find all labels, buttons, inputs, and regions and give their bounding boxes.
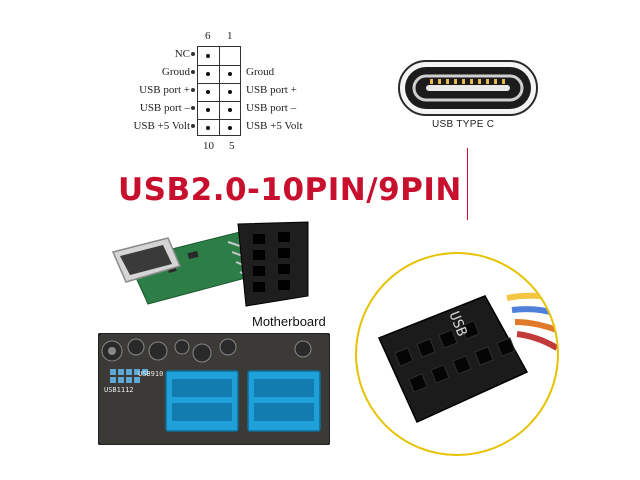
pin-label-nc: NC bbox=[103, 48, 195, 60]
usb-type-c-label: USB TYPE C bbox=[432, 119, 495, 130]
motherboard-photo bbox=[97, 332, 331, 450]
pin-label-usb-minus-right: USB port – bbox=[246, 102, 297, 114]
product-title: USB2.0-10PIN/9PIN bbox=[118, 172, 462, 208]
adapter-board-image bbox=[108, 212, 313, 317]
silkscreen-usb910: USB910 bbox=[138, 370, 164, 378]
pin-label-5v-right: USB +5 Volt bbox=[246, 120, 303, 132]
pin-label-5v-left: USB +5 Volt bbox=[103, 120, 195, 132]
pin-grid bbox=[197, 46, 241, 136]
pin-label-usb-minus-left: USB port – bbox=[103, 102, 195, 114]
motherboard-label: Motherboard bbox=[252, 314, 326, 329]
callout-leader-line bbox=[467, 148, 468, 220]
silkscreen-usb1112: USB1112 bbox=[104, 386, 134, 394]
connector-closeup-callout bbox=[355, 252, 559, 456]
pin-label-ground-right: Groud bbox=[246, 66, 275, 78]
pin-label-usb-plus-right: USB port + bbox=[246, 84, 297, 96]
pin-label-ground-left: Groud bbox=[103, 66, 195, 78]
pin-number-6: 6 bbox=[205, 30, 211, 42]
pin-number-1: 1 bbox=[227, 30, 233, 42]
usb-c-connector-icon bbox=[398, 60, 538, 121]
pin-number-5: 5 bbox=[229, 140, 235, 152]
pin-label-usb-plus-left: USB port + bbox=[103, 84, 195, 96]
pin-number-10: 10 bbox=[203, 140, 214, 152]
